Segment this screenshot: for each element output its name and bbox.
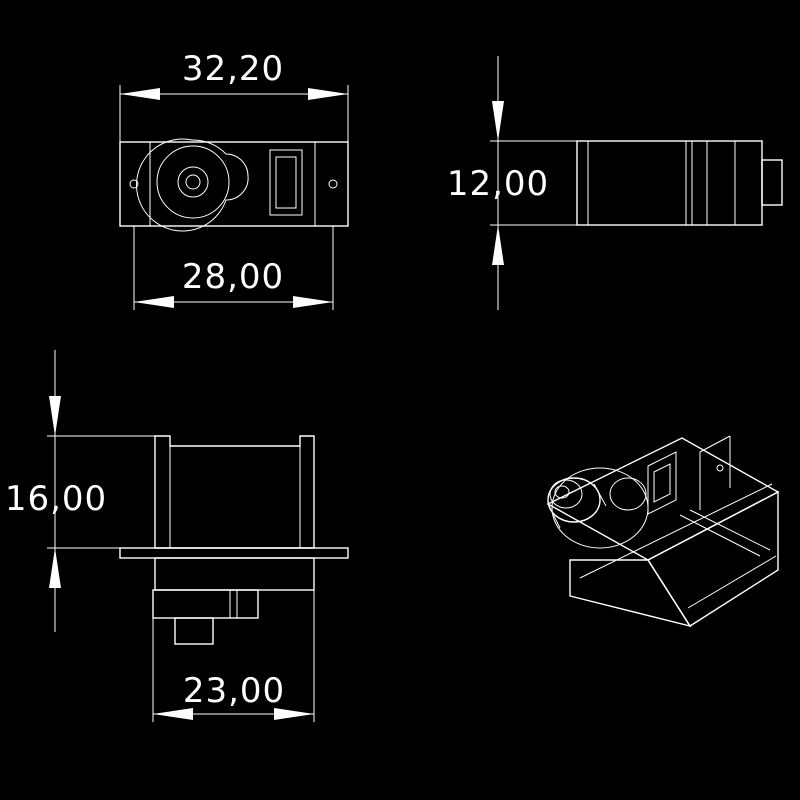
iso-left-face [569, 559, 692, 628]
gear-housing-outline [136, 138, 249, 232]
dim-label-28-00: 28,00 [182, 257, 284, 297]
front-view: 16,00 23,00 [5, 350, 349, 722]
dim-label-32-20: 32,20 [182, 49, 284, 89]
shaft-center [185, 174, 201, 190]
arrow-head [274, 708, 314, 720]
arrow-head [134, 296, 174, 308]
iso-gear-housing [551, 467, 649, 549]
iso-gear-lobe [609, 477, 647, 511]
side-view: 12,00 [447, 56, 783, 310]
iso-shaft-center [554, 485, 570, 499]
iso-edge [687, 555, 777, 609]
top-view: 32,20 28,00 [119, 49, 349, 310]
arrow-head [308, 88, 348, 100]
front-view-lower-body [154, 557, 315, 591]
arrow-head [492, 225, 504, 265]
arrow-head [49, 396, 61, 436]
arrow-head [153, 708, 193, 720]
iso-right-face [647, 490, 779, 627]
dim-label-12-00: 12,00 [447, 164, 549, 204]
arrow-head [293, 296, 333, 308]
iso-edge [689, 509, 771, 551]
front-view-shaft [174, 617, 214, 645]
iso-top-face [546, 437, 780, 561]
isometric-view [546, 435, 780, 628]
arrow-head [49, 548, 61, 588]
iso-edge [579, 483, 773, 579]
iso-shaft-side [547, 503, 561, 529]
side-view-shaft [761, 159, 783, 206]
iso-flange-line [699, 435, 731, 453]
connector-window-inner [275, 156, 297, 209]
front-view-flange [119, 547, 349, 559]
top-view-inner-frame [149, 141, 316, 227]
mount-hole-left [129, 179, 139, 189]
arrow-head [120, 88, 160, 100]
shaft-ring [177, 166, 209, 198]
iso-shaft-ring [549, 479, 583, 509]
front-view-housing [154, 435, 315, 549]
dim-label-16-00: 16,00 [5, 479, 107, 519]
mount-hole-right [328, 179, 338, 189]
top-view-body [119, 141, 349, 227]
iso-shaft-outer [547, 477, 601, 523]
iso-edge [679, 514, 761, 557]
iso-shaft-side [593, 483, 607, 507]
gear-outer [156, 145, 230, 219]
arrow-head [492, 101, 504, 141]
connector-window-outer [269, 149, 303, 216]
iso-connector-window-inner [653, 463, 671, 503]
side-view-body [576, 140, 763, 226]
iso-connector-window [647, 451, 677, 515]
dim-label-23-00: 23,00 [183, 671, 285, 711]
front-view-gear-housing [152, 589, 259, 619]
iso-mount-hole [716, 464, 724, 472]
